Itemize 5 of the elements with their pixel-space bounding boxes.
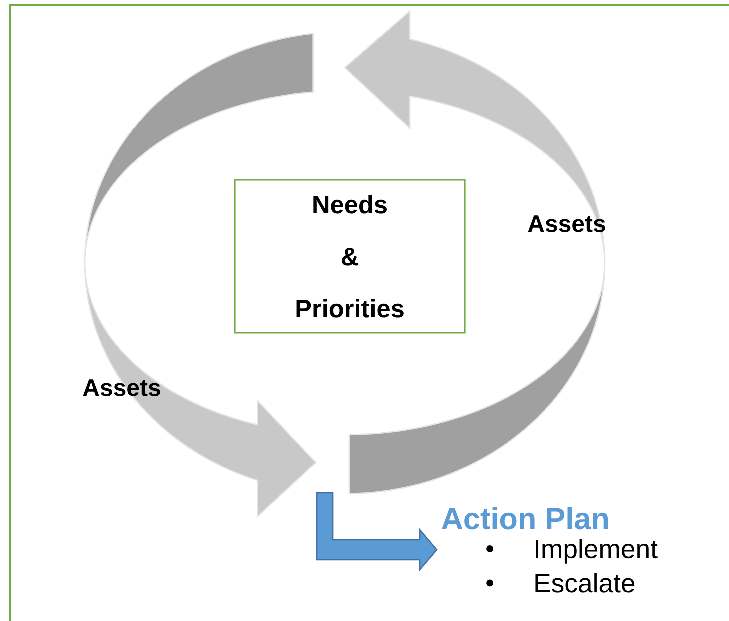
- process-box: Needs & Priorities: [234, 179, 466, 334]
- arrow-label: Assets: [528, 216, 606, 232]
- bent-arrow: [316, 492, 438, 572]
- action-plan-text: Action Plan Implement Escalate: [442, 507, 658, 593]
- arrow-label: Assets: [83, 380, 160, 396]
